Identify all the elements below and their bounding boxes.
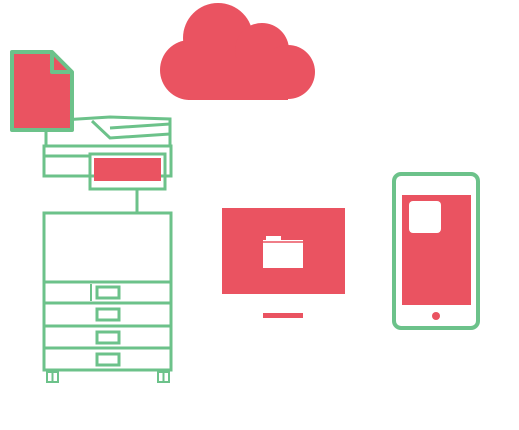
printer-control-panel [88,152,167,191]
desktop-monitor-icon [222,208,345,318]
phone-app-icon [409,201,441,233]
folder-icon [263,236,303,268]
phone-home-button [432,312,440,320]
paper-tray-handles [95,285,121,367]
document-icon [10,50,74,132]
smartphone-icon [392,172,480,330]
multifunction-printer-icon [42,115,173,383]
printer-feet [46,371,170,383]
cloud-icon [160,3,315,100]
phone-frame [392,172,480,330]
monitor-stand [263,313,303,318]
